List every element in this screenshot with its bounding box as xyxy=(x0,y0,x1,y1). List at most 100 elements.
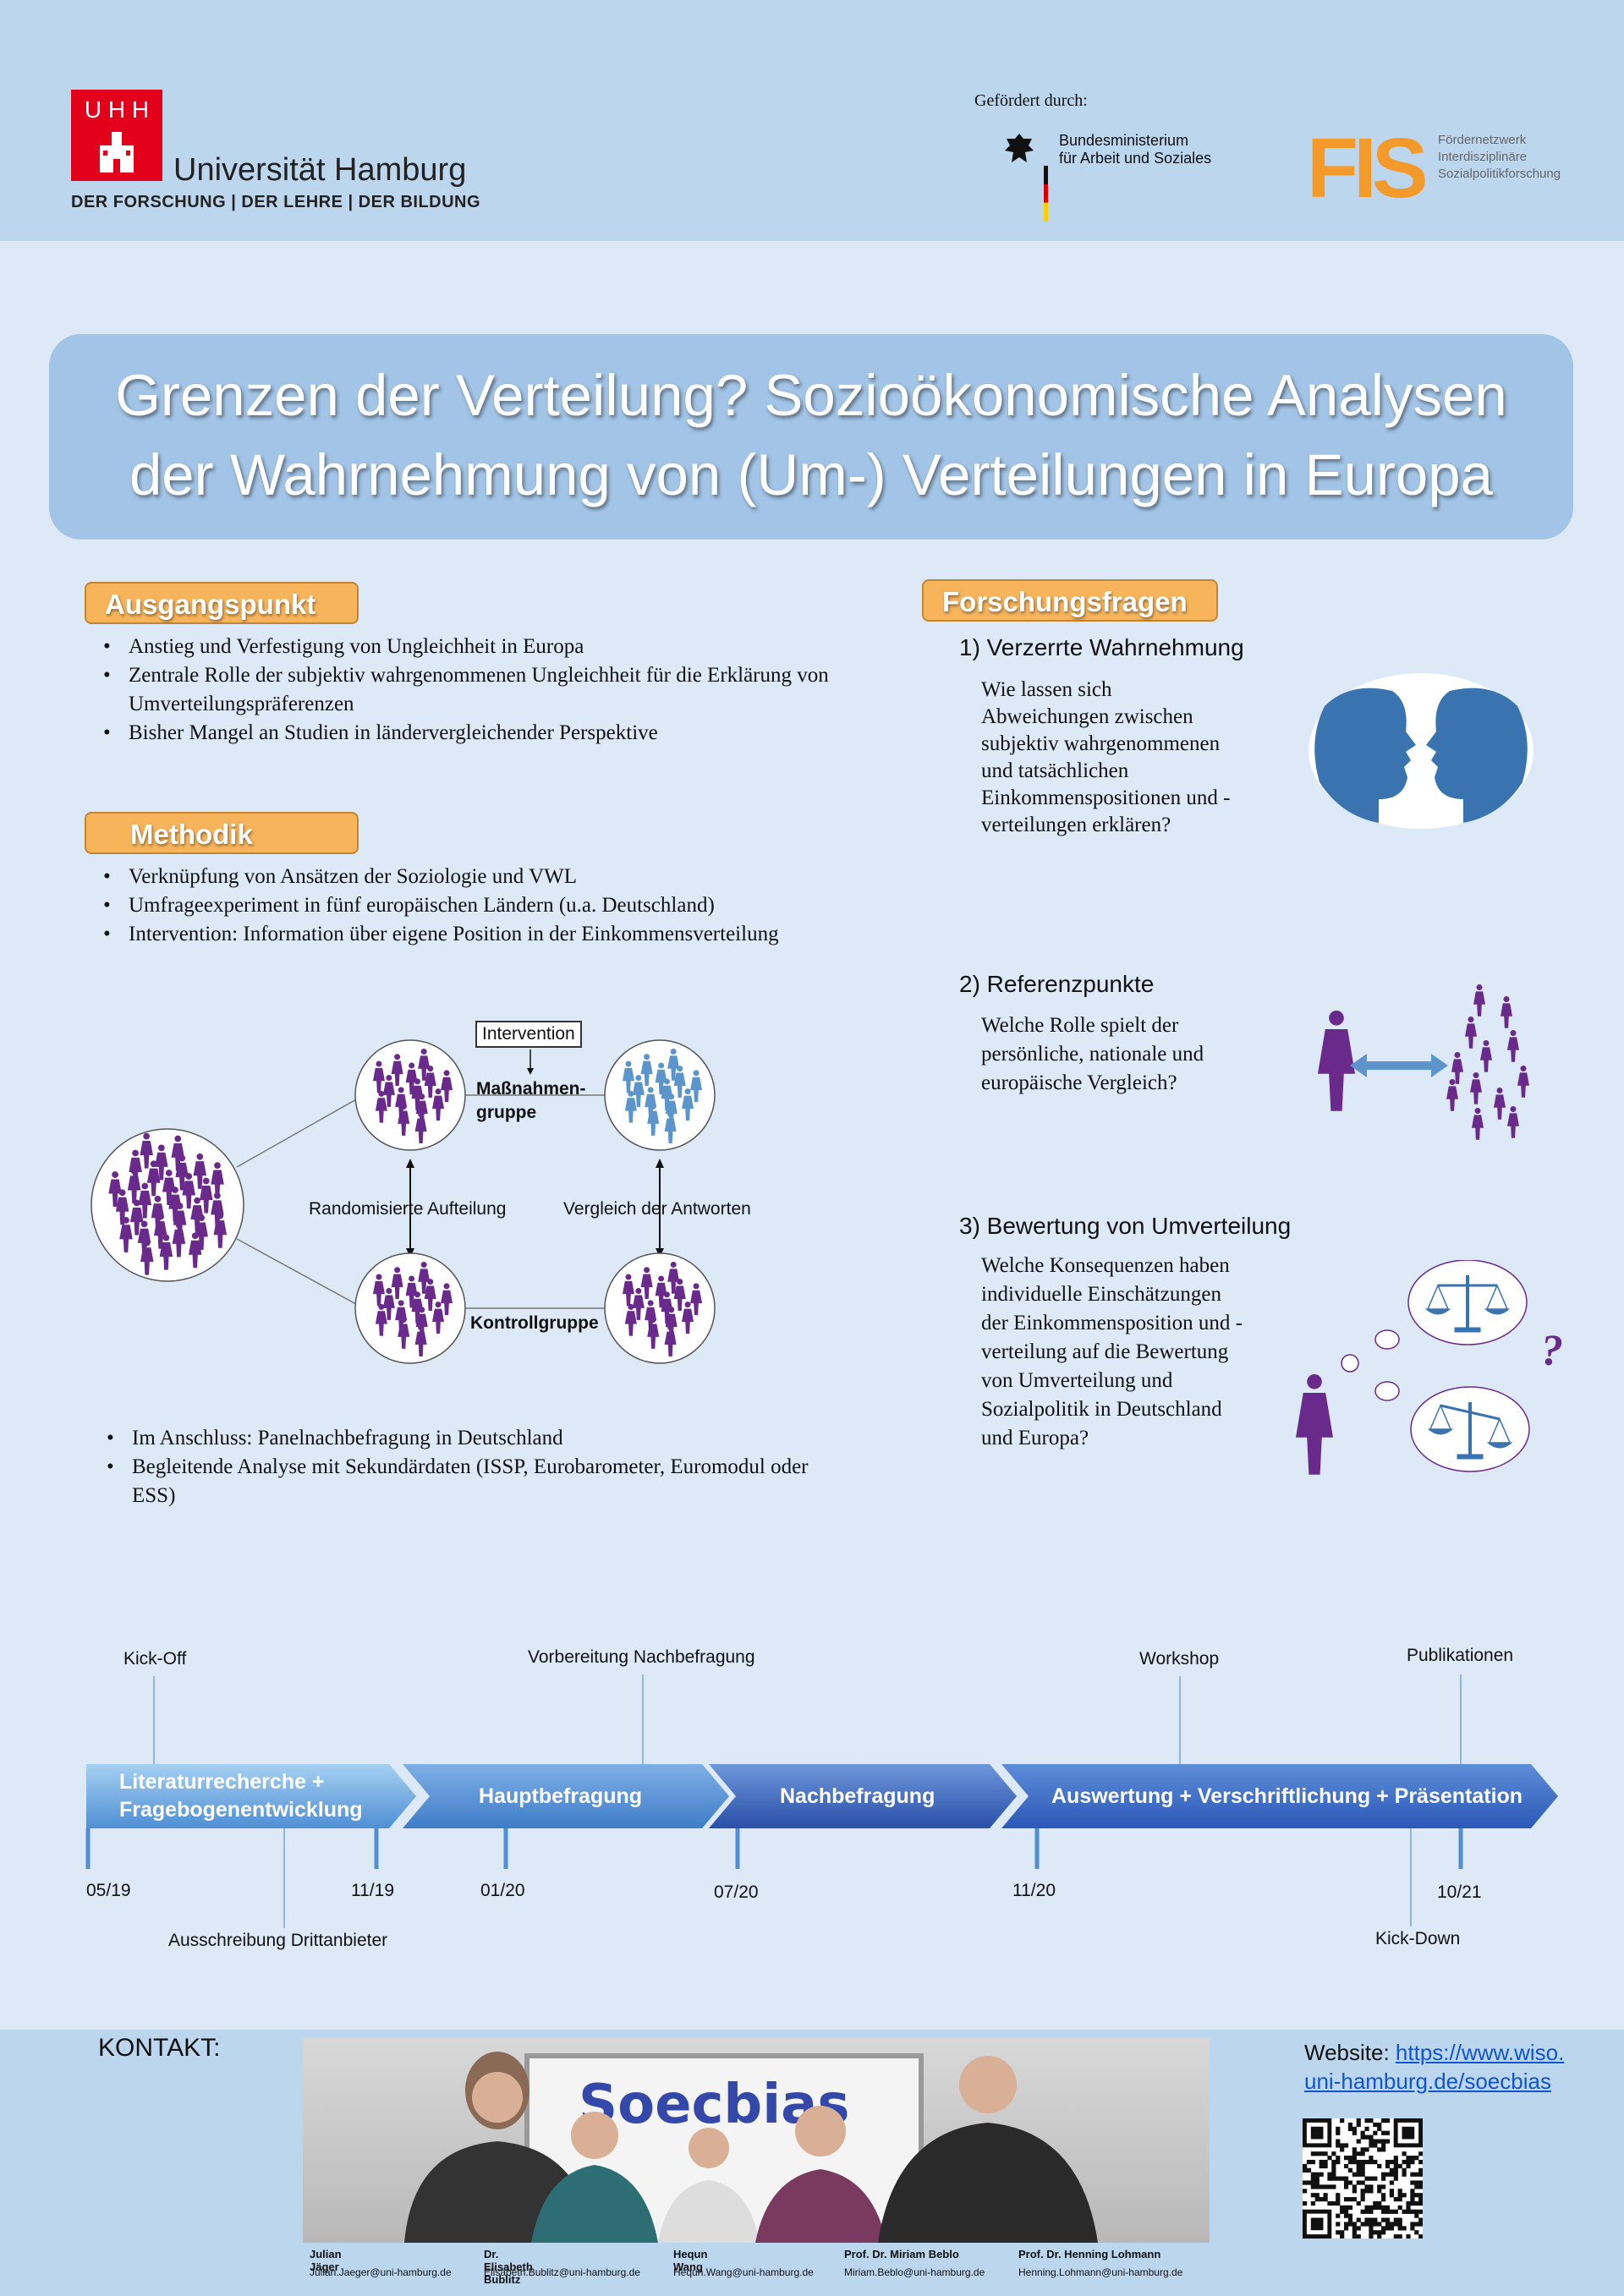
person-icon xyxy=(432,1301,445,1334)
person-icon xyxy=(418,1048,431,1081)
person-icon xyxy=(138,1182,152,1219)
team-photo: Soecbias xyxy=(303,2038,1210,2243)
list-item: Bisher Mangel an Studien in ländervergle… xyxy=(85,719,829,748)
milestone-workshop: Workshop xyxy=(1139,1649,1220,1669)
email-4[interactable]: Miriam.Beblo@uni-hamburg.de xyxy=(844,2266,985,2278)
university-slogan: DER FORSCHUNG | DER LEHRE | DER BILDUNG xyxy=(71,193,481,211)
person-icon xyxy=(382,1075,395,1107)
person-icon xyxy=(155,1144,168,1181)
title-line-1: Grenzen der Verteilung? Sozioökonomische… xyxy=(115,363,1507,428)
person-icon xyxy=(195,1214,208,1250)
methodik-heading: Methodik xyxy=(85,812,359,854)
phase-1-line-1: Literaturrecherche + xyxy=(119,1770,325,1794)
person-icon xyxy=(667,1048,680,1081)
person-icon xyxy=(382,1288,395,1320)
date-label: 10/21 xyxy=(1437,1882,1482,1902)
phase-1-label: Literaturrecherche + Fragebogenentwicklu… xyxy=(119,1768,363,1824)
person-icon xyxy=(405,1062,418,1095)
list-item: Anstieg und Verfestigung von Ungleichhei… xyxy=(85,633,829,661)
scale-icon xyxy=(1424,1275,1511,1333)
person-icon xyxy=(1472,1108,1484,1140)
website-link-part-1[interactable]: https://www.wiso. xyxy=(1395,2040,1565,2065)
double-arrow-icon xyxy=(1350,1054,1448,1077)
ministry-line-1: Bundesministerium xyxy=(1059,132,1189,149)
person-icon xyxy=(199,1177,213,1214)
person-icon xyxy=(622,1060,634,1093)
person-icon xyxy=(622,1274,634,1307)
person-icon xyxy=(414,1111,427,1143)
person-icon xyxy=(119,1216,133,1252)
person-icon xyxy=(188,1232,202,1269)
forschungsfragen-heading: Forschungsfragen xyxy=(922,579,1218,622)
date-label: 05/19 xyxy=(86,1881,131,1900)
person-icon xyxy=(1318,1011,1355,1111)
person-icon xyxy=(398,1104,410,1136)
person-icon xyxy=(190,1197,204,1233)
email-5[interactable]: Henning.Lohmann@uni-hamburg.de xyxy=(1018,2266,1183,2278)
qr-code-icon[interactable] xyxy=(1303,2118,1423,2238)
fis-subtitle: Fördernetzwerk Interdisziplinäre Sozialp… xyxy=(1438,132,1561,183)
person-icon xyxy=(171,1135,185,1171)
question-3-title: 3) Bewertung von Umverteilung xyxy=(959,1213,1292,1239)
person-icon xyxy=(664,1324,677,1356)
ministry-line-2: für Arbeit und Soziales xyxy=(1059,150,1212,167)
person-icon xyxy=(405,1275,418,1308)
phase-3-label: Nachbefragung xyxy=(780,1784,935,1808)
list-item: Umfrageexperiment in fünf europäischen L… xyxy=(85,891,829,920)
date-label: 11/20 xyxy=(1012,1881,1056,1900)
name-3: Hequn Wang xyxy=(673,2248,708,2273)
person-icon xyxy=(1470,1072,1482,1104)
phase-4-arrow xyxy=(1001,1764,1558,1828)
person-icon xyxy=(372,1060,385,1093)
logo-mark: U H H xyxy=(84,96,150,123)
person-icon xyxy=(372,1274,385,1307)
eagle-icon xyxy=(1005,134,1034,162)
person-icon xyxy=(632,1075,645,1107)
intervention-label: Intervention xyxy=(475,1021,582,1048)
milestone-vorbereitung: Vorbereitung Nachbefragung xyxy=(528,1647,755,1667)
list-item: Zentrale Rolle der subjektiv wahrgenomme… xyxy=(85,661,829,719)
title-line-2: der Wahrnehmung von (Um-) Verteilungen i… xyxy=(129,442,1494,507)
phase-4-label: Auswertung + Verschriftlichung + Präsent… xyxy=(1051,1784,1523,1808)
email-3[interactable]: Hequn.Wang@uni-hamburg.de xyxy=(673,2266,814,2278)
fis-line-3: Sozialpolitikforschung xyxy=(1438,167,1561,181)
list-item: Verknüpfung von Ansätzen der Soziologie … xyxy=(85,863,829,891)
team-silhouettes xyxy=(404,2052,1098,2243)
person-icon xyxy=(640,1267,653,1300)
crowd-icons xyxy=(1446,984,1529,1140)
person-icon xyxy=(441,1070,453,1103)
name-5: Prof. Dr. Henning Lohmann xyxy=(1018,2248,1161,2260)
website-link-part-2[interactable]: uni-hamburg.de/soecbias xyxy=(1304,2069,1551,2094)
list-item: Intervention: Information über eigene Po… xyxy=(85,920,829,949)
funded-by-label: Gefördert durch: xyxy=(974,91,1088,110)
email-1[interactable]: Julian.Jaeger@uni-hamburg.de xyxy=(310,2266,452,2278)
castle-icon xyxy=(100,132,134,173)
person-icon xyxy=(172,1221,186,1258)
control-group-label: Kontrollgruppe xyxy=(470,1313,599,1333)
person-icon xyxy=(162,1170,176,1206)
scale-icon xyxy=(1427,1402,1513,1460)
randomized-label: Randomisierte Aufteilung xyxy=(309,1199,507,1219)
person-icon xyxy=(655,1062,667,1095)
question-2-title: 2) Referenzpunkte xyxy=(959,971,1155,997)
list-item: Begleitende Analyse mit Sekundärdaten (I… xyxy=(88,1453,832,1510)
person-icon xyxy=(441,1283,453,1316)
person-icon xyxy=(1507,1030,1519,1062)
german-flag-icon xyxy=(1044,166,1048,222)
person-icon xyxy=(690,1283,703,1316)
date-label: 01/20 xyxy=(480,1881,525,1900)
ministry-name: Bundesministerium für Arbeit und Soziale… xyxy=(1059,132,1211,167)
fis-logo: FIS xyxy=(1307,121,1429,216)
faces-vase-icon xyxy=(1309,673,1533,829)
people-icons xyxy=(108,1048,703,1356)
person-icon xyxy=(655,1275,667,1308)
person-icon xyxy=(153,1213,167,1249)
milestone-publikationen: Publikationen xyxy=(1407,1646,1514,1665)
methodik-list-after: Im Anschluss: Panelnachbefragung in Deut… xyxy=(88,1424,832,1510)
person-icon xyxy=(1473,984,1485,1016)
phase-1-arrow xyxy=(86,1764,416,1828)
date-label: 07/20 xyxy=(714,1882,759,1902)
phase-3-arrow xyxy=(709,1764,1017,1828)
header-band xyxy=(0,0,1624,241)
email-2[interactable]: Elisabeth.Bublitz@uni-hamburg.de xyxy=(484,2266,640,2278)
